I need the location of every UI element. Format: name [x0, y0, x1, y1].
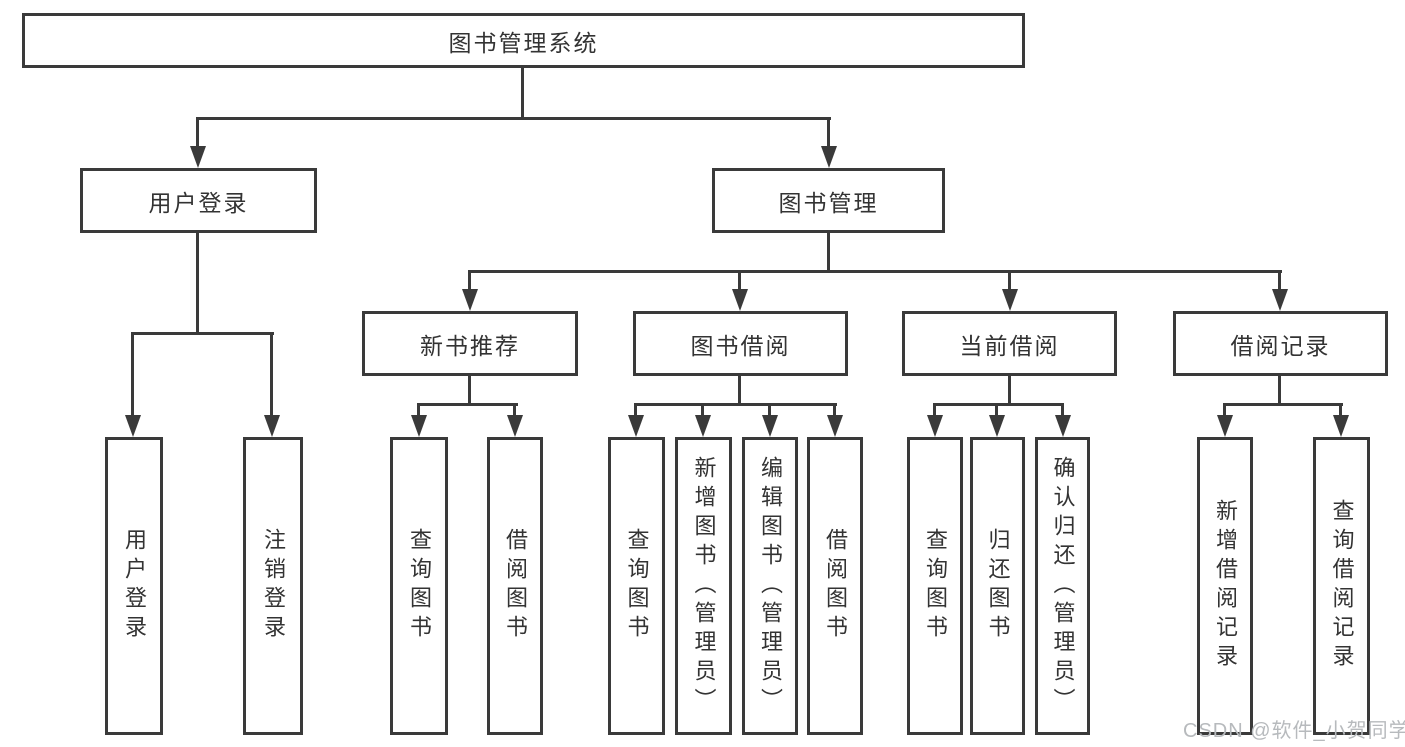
arrow-down-icon	[462, 289, 478, 311]
leaf-query-books-2: 查询图书	[608, 437, 665, 735]
connector-drop	[768, 403, 771, 418]
arrow-down-icon	[411, 415, 427, 437]
leaf-label: 新增图书（管理员）	[691, 455, 717, 717]
connector-drop-leaf-login	[131, 332, 134, 418]
connector-drop	[1061, 403, 1064, 418]
connector-drop-borrow-records	[1278, 270, 1281, 292]
leaf-label: 查询图书	[407, 528, 432, 644]
arrow-down-icon	[264, 415, 280, 437]
connector-root-stem	[521, 68, 524, 120]
node-borrow-records: 借阅记录	[1173, 311, 1388, 376]
node-current-borrow: 当前借阅	[902, 311, 1117, 376]
connector-level2-bus	[197, 117, 831, 120]
leaf-query-borrow-record: 查询借阅记录	[1313, 437, 1370, 735]
connector-book-borrow-bus	[634, 403, 837, 406]
leaf-label: 新增借阅记录	[1213, 499, 1238, 673]
arrow-down-icon	[1333, 415, 1349, 437]
connector-user-login-bus	[131, 332, 274, 335]
arrow-down-icon	[821, 146, 837, 168]
csdn-watermark: CSDN @软件_小贺同学	[1183, 720, 1405, 742]
connector-drop-current-borrow	[1008, 270, 1011, 292]
arrow-down-icon	[762, 415, 778, 437]
leaf-label: 查询图书	[923, 528, 948, 644]
leaf-label: 归还图书	[985, 528, 1011, 644]
leaf-query-books-3: 查询图书	[907, 437, 963, 735]
leaf-label: 查询借阅记录	[1329, 499, 1355, 673]
leaf-label: 借阅图书	[823, 528, 848, 644]
leaf-user-login: 用户登录	[105, 437, 163, 735]
leaf-borrow-books-1: 借阅图书	[487, 437, 543, 735]
arrow-down-icon	[989, 415, 1005, 437]
leaf-return-books: 归还图书	[970, 437, 1025, 735]
connector-level3-bus	[468, 270, 1282, 273]
connector-drop	[634, 403, 637, 418]
arrow-down-icon	[507, 415, 523, 437]
arrow-down-icon	[1272, 289, 1288, 311]
node-borrow-records-label: 借阅记录	[1230, 332, 1331, 359]
node-book-borrow: 图书借阅	[633, 311, 848, 376]
arrow-down-icon	[628, 415, 644, 437]
arrow-down-icon	[125, 415, 141, 437]
node-book-mgmt-label: 图书管理	[778, 189, 879, 216]
connector-new-books-bus	[417, 403, 518, 406]
node-user-login-label: 用户登录	[148, 189, 249, 216]
arrow-down-icon	[927, 415, 943, 437]
connector-borrow-records-bus	[1223, 403, 1343, 406]
leaf-edit-books-admin: 编辑图书（管理员）	[742, 437, 798, 735]
leaf-label: 注销登录	[261, 528, 286, 644]
leaf-label: 查询图书	[624, 528, 650, 644]
connector-drop	[1339, 403, 1342, 418]
leaf-add-borrow-record: 新增借阅记录	[1197, 437, 1253, 735]
connector-book-borrow-stem	[738, 376, 741, 405]
node-book-mgmt: 图书管理	[712, 168, 945, 233]
connector-drop	[417, 403, 420, 418]
node-new-books-label: 新书推荐	[420, 332, 520, 359]
leaf-label: 用户登录	[122, 528, 147, 644]
leaf-label: 借阅图书	[503, 528, 528, 644]
arrow-down-icon	[1055, 415, 1071, 437]
arrow-down-icon	[732, 289, 748, 311]
connector-current-borrow-stem	[1008, 376, 1011, 405]
connector-drop	[933, 403, 936, 418]
node-user-login: 用户登录	[80, 168, 317, 233]
arrow-down-icon	[827, 415, 843, 437]
connector-drop-leaf-logout	[270, 332, 273, 418]
connector-user-login-stem	[196, 233, 199, 334]
arrow-down-icon	[1217, 415, 1233, 437]
connector-drop-book-mgmt	[827, 117, 830, 149]
node-new-books: 新书推荐	[362, 311, 578, 376]
node-root: 图书管理系统	[22, 13, 1025, 68]
leaf-query-books-1: 查询图书	[390, 437, 448, 735]
arrow-down-icon	[190, 146, 206, 168]
leaf-confirm-return-admin: 确认归还（管理员）	[1035, 437, 1090, 735]
node-book-borrow-label: 图书借阅	[690, 332, 791, 359]
connector-new-books-stem	[468, 376, 471, 405]
connector-drop-new-books	[468, 270, 471, 292]
connector-drop-book-borrow	[738, 270, 741, 292]
leaf-borrow-books-2: 借阅图书	[807, 437, 863, 735]
connector-current-borrow-bus	[933, 403, 1064, 406]
node-current-borrow-label: 当前借阅	[959, 332, 1060, 359]
node-root-label: 图书管理系统	[448, 29, 599, 56]
leaf-logout: 注销登录	[243, 437, 303, 735]
arrow-down-icon	[695, 415, 711, 437]
connector-drop	[1223, 403, 1226, 418]
connector-drop	[995, 403, 998, 418]
connector-drop	[701, 403, 704, 418]
connector-drop	[833, 403, 836, 418]
leaf-label: 确认归还（管理员）	[1050, 455, 1076, 717]
arrow-down-icon	[1002, 289, 1018, 311]
leaf-add-books-admin: 新增图书（管理员）	[675, 437, 732, 735]
connector-book-mgmt-stem	[827, 233, 830, 272]
connector-drop-user-login	[196, 117, 199, 149]
connector-drop	[513, 403, 516, 418]
connector-borrow-records-stem	[1278, 376, 1281, 405]
leaf-label: 编辑图书（管理员）	[758, 455, 783, 717]
